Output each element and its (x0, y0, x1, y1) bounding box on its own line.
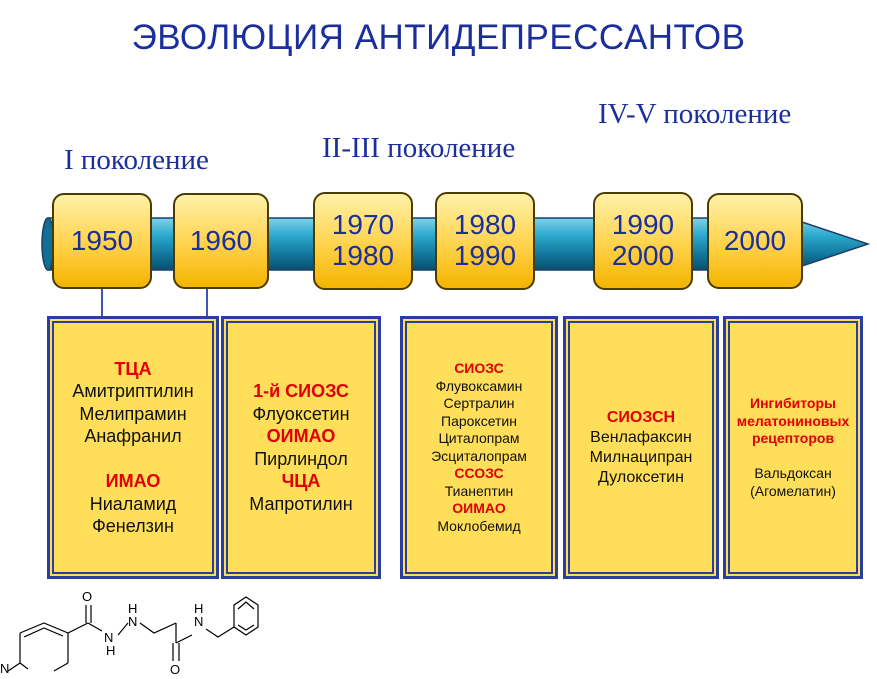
year-box-line: 1980 (453, 209, 517, 241)
molecule-atom: H (106, 643, 115, 658)
drug-class-label: рецепторов (751, 430, 835, 446)
drug-name: Мапротилин (249, 493, 353, 514)
drug-name: Сертралин (443, 395, 515, 411)
drug-class-label: СИОЗСН (606, 408, 676, 426)
drug-name: Милнаципран (589, 448, 693, 466)
year-box-2000: 2000 (707, 193, 803, 289)
drug-name: Мелипрамин (79, 403, 187, 424)
year-box-line: 1990 (611, 209, 675, 241)
molecule-atom: N (194, 614, 203, 629)
drug-name: Дулоксетин (598, 468, 684, 486)
molecule-atom: O (170, 662, 180, 677)
drug-class-label: ТЦА (114, 358, 152, 379)
generation-label-1: I поколение (64, 144, 209, 176)
drug-name (130, 448, 135, 471)
molecule-structure: O N H N H O H N N (0, 589, 259, 677)
drug-name: Эсциталопрам (431, 447, 527, 464)
year-box-1960: 1960 (173, 193, 269, 289)
molecule-atom: N (128, 614, 137, 629)
molecule-atom: N (0, 661, 9, 676)
drug-name: Тианептин (444, 482, 514, 499)
drug-name: Фенелзин (92, 516, 174, 536)
drug-class-label: ОИМАО (266, 426, 336, 446)
drug-class-label: СИОЗС (454, 360, 504, 376)
year-box-line: 1970 (331, 209, 395, 241)
year-box-1950: 1950 (52, 193, 152, 289)
connector-line (206, 289, 208, 317)
molecule-atom: N (104, 630, 113, 645)
drug-name: Ниаламид (89, 493, 177, 514)
drug-class-label: Ингибиторы (750, 395, 836, 411)
drug-name: Флувоксамин (435, 377, 523, 394)
drug-name (791, 448, 795, 466)
drug-name: Вальдоксан (754, 465, 832, 481)
generation-label-3: IV-V поколение (598, 98, 792, 130)
drug-name: Амитриптилин (72, 381, 194, 401)
drug-name: Анафранил (84, 426, 182, 446)
year-box-line: 2000 (611, 240, 675, 271)
drug-name: Венлафаксин (590, 428, 692, 446)
year-box-line: 1960 (189, 224, 253, 256)
drug-class-label: 1-й СИОЗС (253, 381, 349, 401)
year-box-1980-1990: 1980 1990 (435, 192, 535, 290)
drug-name: Пирлиндол (254, 448, 348, 469)
drug-class-label: ЧЦА (281, 471, 321, 491)
molecule-atom: O (82, 589, 92, 604)
molecule-bonds (7, 596, 259, 672)
molecule-atom: H (194, 601, 203, 616)
drug-class-label: ИМАО (105, 471, 161, 491)
drug-name: Циталопрам (438, 430, 520, 446)
drug-name: Пароксетин (441, 412, 517, 429)
year-box-1990-2000: 1990 2000 (593, 192, 693, 290)
year-box-1970-1980: 1970 1980 (313, 192, 413, 290)
drug-name: (Агомелатин) (750, 482, 836, 499)
drug-name: Флуоксетин (252, 403, 350, 424)
drug-name: Моклобемид (437, 517, 521, 534)
page-title: ЭВОЛЮЦИЯ АНТИДЕПРЕССАНТОВ (131, 18, 746, 57)
generation-label-2: II-III поколение (322, 132, 516, 164)
drug-class-label: ССОЗС (454, 465, 504, 481)
year-box-line: 2000 (723, 224, 787, 256)
connector-line (101, 289, 103, 317)
year-box-line: 1990 (453, 240, 517, 271)
year-box-line: 1950 (70, 224, 134, 256)
molecule-atom: H (128, 601, 137, 616)
drug-class-label: мелатониновых (736, 412, 850, 429)
year-box-line: 1980 (331, 240, 395, 271)
drug-class-label: ОИМАО (452, 500, 506, 516)
